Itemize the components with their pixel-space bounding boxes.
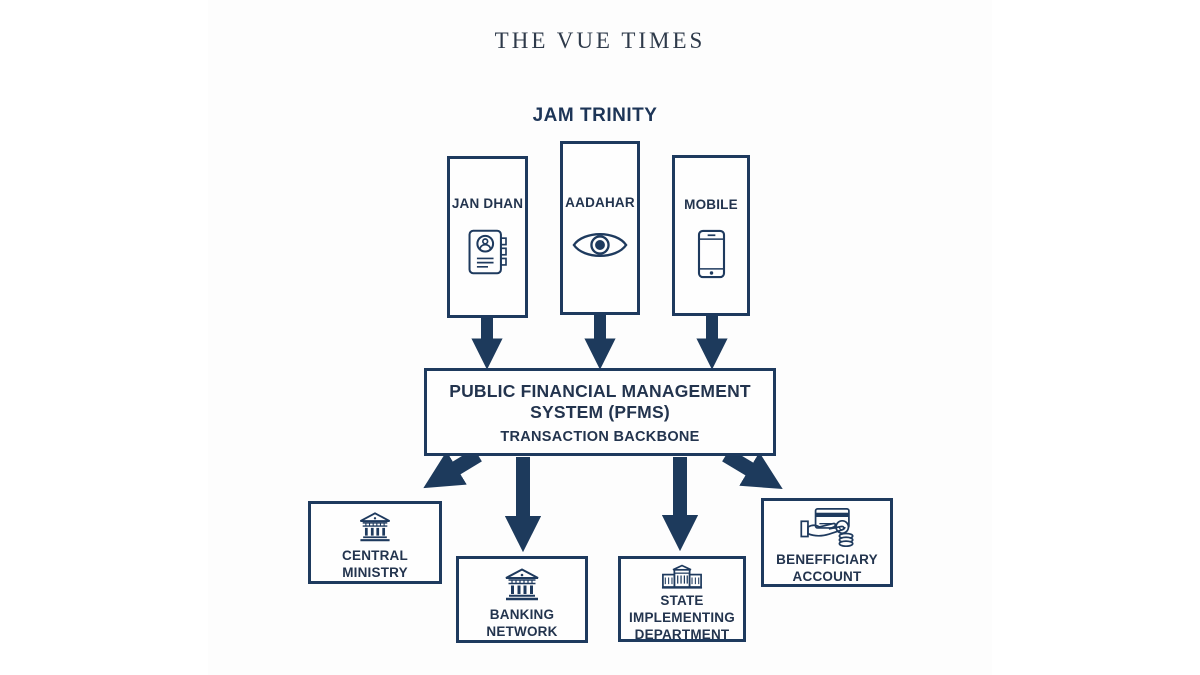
mobile-label: MOBILE <box>684 197 738 212</box>
node-beneficiary-account: BENEFFICIARY ACCOUNT <box>761 498 893 587</box>
hand-card-coins-icon <box>799 507 855 547</box>
eye-icon <box>571 227 629 263</box>
government-building-icon <box>661 564 703 589</box>
node-mobile: MOBILE <box>672 155 750 316</box>
bank-icon <box>357 511 393 542</box>
node-pfms: PUBLIC FINANCIAL MANAGEMENT SYSTEM (PFMS… <box>424 368 776 456</box>
pfms-title-line2: SYSTEM (PFMS) <box>530 402 670 422</box>
masthead-title: THE VUE TIMES <box>494 28 706 53</box>
beneficiary-account-label: BENEFFICIARY ACCOUNT <box>776 552 878 585</box>
node-aadahar: AADAHAR <box>560 141 640 315</box>
id-book-icon <box>466 228 510 276</box>
diagram-heading: JAM TRINITY <box>532 105 658 126</box>
node-jan-dhan: JAN DHAN <box>447 156 528 318</box>
pfms-subtitle: TRANSACTION BACKBONE <box>500 429 700 445</box>
node-banking-network: BANKING NETWORK <box>456 556 588 643</box>
aadahar-label: AADAHAR <box>565 195 635 210</box>
node-state-implementing-department: STATE IMPLEMENTING DEPARTMENT <box>618 556 746 642</box>
banking-network-label: BANKING NETWORK <box>486 607 558 640</box>
pfms-title-line1: PUBLIC FINANCIAL MANAGEMENT <box>449 381 751 401</box>
central-ministry-label: CENTRAL MINISTRY <box>342 548 408 581</box>
state-department-label: STATE IMPLEMENTING DEPARTMENT <box>629 593 735 643</box>
smartphone-icon <box>697 229 726 279</box>
bank-icon <box>502 567 542 601</box>
jan-dhan-label: JAN DHAN <box>451 196 524 211</box>
node-central-ministry: CENTRAL MINISTRY <box>308 501 442 584</box>
